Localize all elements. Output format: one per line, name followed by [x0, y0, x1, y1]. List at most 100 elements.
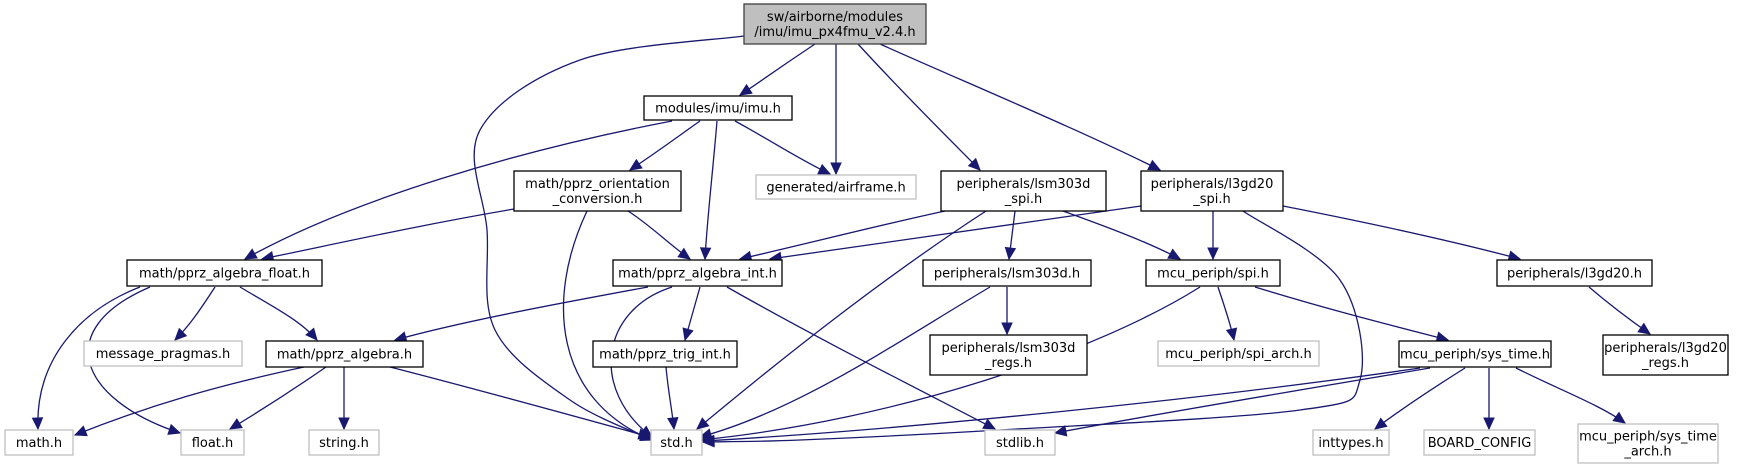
node-math: math.h — [4, 429, 74, 456]
arrowhead-icon — [1207, 247, 1219, 261]
node-box — [126, 259, 323, 287]
node-l3gd20-regs[interactable]: peripherals/l3gd20_regs.h — [1602, 334, 1729, 376]
edge-line — [769, 205, 1142, 260]
edge-orient-to-std — [562, 210, 654, 441]
arrowhead-icon — [628, 158, 643, 171]
node-box — [83, 340, 243, 367]
node-label: _regs.h — [1641, 356, 1689, 371]
node-box — [755, 174, 917, 200]
arrowhead-icon — [174, 327, 188, 341]
node-lsm303d[interactable]: peripherals/lsm303d.h — [922, 259, 1092, 287]
edge-line — [704, 120, 718, 260]
edge-line — [562, 210, 653, 441]
edge-alg-to-float — [228, 366, 327, 430]
node-box — [1496, 259, 1653, 287]
node-box — [1312, 429, 1390, 456]
node-l3gd20[interactable]: peripherals/l3gd20.h — [1496, 259, 1653, 287]
edge-root-to-airframe — [830, 44, 842, 176]
node-sys-time-arch: mcu_periph/sys_time_arch.h — [1577, 423, 1719, 464]
node-box — [1145, 259, 1281, 287]
arrowhead-icon — [1374, 417, 1388, 430]
node-label: _spi.h — [1004, 192, 1043, 207]
node-alg-float[interactable]: math/pprz_algebra_float.h — [126, 259, 323, 287]
edge-alg-to-std — [389, 366, 652, 440]
arrowhead-icon — [830, 162, 842, 176]
edge-line — [1515, 367, 1626, 424]
edge-line — [629, 120, 701, 171]
edge-line — [74, 366, 305, 436]
arrowhead-icon — [667, 416, 679, 431]
node-alg[interactable]: math/pprz_algebra.h — [265, 340, 424, 368]
node-inttypes: inttypes.h — [1312, 429, 1390, 456]
node-box — [513, 170, 682, 212]
edge-line — [879, 43, 1161, 171]
node-spi[interactable]: mcu_periph/spi.h — [1145, 259, 1281, 287]
node-msg-pragmas: message_pragmas.h — [83, 340, 243, 367]
edge-lsm303d-to-lsm303d_regs — [1001, 287, 1013, 336]
edge-lsm303d_spi-to-alg_int — [738, 210, 946, 263]
node-label: mcu_periph/sys_time.h — [1400, 348, 1550, 363]
edge-sys_time-to-board_config — [1483, 367, 1495, 431]
node-box — [592, 340, 738, 368]
edge-l3gd20_spi-to-spi — [1207, 211, 1219, 261]
node-box — [743, 3, 927, 45]
node-box — [929, 334, 1088, 376]
node-label: BOARD_CONFIG — [1428, 436, 1532, 451]
node-lsm303d-spi[interactable]: peripherals/lsm303d_spi.h — [940, 170, 1107, 212]
node-label: std.h — [660, 436, 693, 451]
node-label: sw/airborne/modules — [767, 10, 903, 25]
edge-spi-to-sys_time — [1254, 286, 1450, 343]
node-orient[interactable]: math/pprz_orientation_conversion.h — [513, 170, 682, 212]
node-label: peripherals/l3gd20.h — [1507, 267, 1642, 282]
arrowhead-icon — [1225, 327, 1238, 342]
edge-imu-to-orient — [628, 120, 701, 171]
node-box — [940, 170, 1107, 212]
node-box — [612, 259, 783, 287]
node-label: message_pragmas.h — [96, 347, 231, 362]
node-box — [1423, 429, 1536, 456]
edge-orient-to-alg_float — [260, 208, 515, 263]
arrowhead-icon — [699, 247, 712, 261]
edge-line — [627, 210, 691, 260]
node-trig-int[interactable]: math/pprz_trig_int.h — [592, 340, 738, 368]
arrowhead-icon — [982, 418, 997, 430]
node-label: math/pprz_algebra_float.h — [139, 267, 310, 282]
node-label: math.h — [16, 436, 62, 451]
edge-sys_time-to-std — [701, 367, 1421, 447]
node-box — [265, 340, 424, 368]
arrowhead-icon — [1612, 411, 1626, 424]
node-root[interactable]: sw/airborne/modules/imu/imu_px4fmu_v2.4.… — [743, 3, 927, 45]
edge-root-to-imu — [738, 43, 816, 96]
node-label: string.h — [319, 436, 369, 451]
edge-alg_float-to-msg_pragmas — [174, 286, 216, 341]
edge-line — [739, 210, 946, 260]
node-lsm303d-regs[interactable]: peripherals/lsm303d_regs.h — [929, 334, 1088, 376]
arrowhead-icon — [1004, 246, 1017, 261]
edge-alg-to-string — [338, 366, 350, 431]
arrowhead-icon — [682, 327, 694, 342]
edge-alg_float-to-math — [31, 286, 141, 431]
arrowhead-icon — [1053, 425, 1068, 437]
node-l3gd20-spi[interactable]: peripherals/l3gd20_spi.h — [1140, 170, 1284, 212]
node-stdlib: stdlib.h — [984, 429, 1056, 456]
node-sys-time[interactable]: mcu_periph/sys_time.h — [1398, 340, 1552, 368]
node-label: math/pprz_algebra_int.h — [618, 267, 777, 282]
node-label: float.h — [192, 436, 234, 451]
node-box — [1398, 340, 1552, 368]
edge-imu-to-airframe — [734, 120, 832, 175]
node-alg-int[interactable]: math/pprz_algebra_int.h — [612, 259, 783, 287]
edge-line — [857, 43, 981, 171]
edge-line — [696, 210, 987, 430]
edge-l3gd20_spi-to-alg_int — [768, 205, 1142, 264]
arrowhead-icon — [338, 417, 350, 431]
edge-line — [1374, 367, 1466, 430]
node-label: peripherals/lsm303d — [942, 341, 1076, 356]
edge-alg-to-math — [73, 366, 305, 437]
arrowhead-icon — [73, 425, 88, 437]
node-label: modules/imu/imu.h — [655, 102, 781, 117]
node-imu[interactable]: modules/imu/imu.h — [643, 95, 793, 121]
node-box — [922, 259, 1092, 287]
node-label: mcu_periph/spi.h — [1157, 267, 1269, 282]
arrowhead-icon — [1001, 322, 1013, 336]
node-label: _conversion.h — [552, 192, 643, 207]
